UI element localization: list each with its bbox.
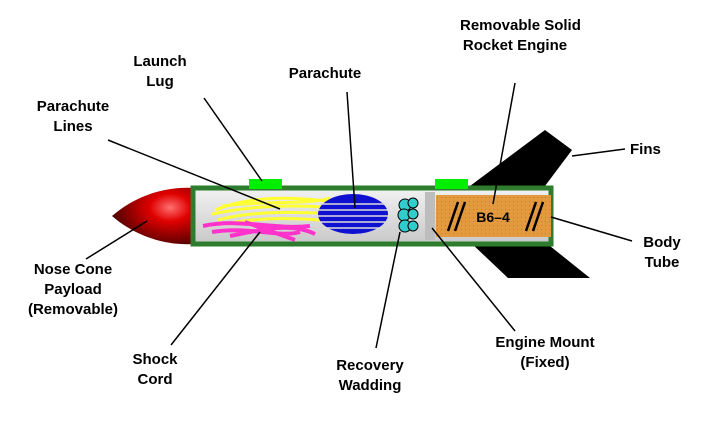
engine-slash-marks [446,201,545,232]
leader-nose-cone [85,220,148,260]
leader-shock-cord [170,231,261,346]
launch-lug-front [249,179,282,189]
label-parachute: Parachute [288,65,362,82]
leader-lines [85,82,633,349]
lower-fin [470,242,590,278]
shock-cord [202,220,316,242]
label-launch-lug: Launch Lug [133,53,187,90]
leader-recovery-wadding [375,231,401,349]
leader-engine-mount [431,227,516,332]
label-shock-cord: Shock Cord [132,351,178,388]
parachute [318,194,388,234]
engine-mount-ring [425,192,435,240]
label-fins: Fins [630,141,661,158]
label-nose-cone: Nose Cone Payload (Removable) [27,261,119,318]
leader-body-tube [550,216,633,242]
upper-fin [470,130,572,186]
leader-launch-lug [203,97,263,182]
leader-parachute-lines [107,139,281,210]
engine-code: B6–4 [476,209,510,225]
leader-engine [492,82,516,205]
label-parachute-lines: Parachute Lines [36,98,110,135]
recovery-wadding [397,197,419,233]
label-body-tube: Body Tube [643,234,681,271]
label-engine-mount: Engine Mount (Fixed) [495,334,595,371]
launch-lug-rear [435,179,468,189]
leader-fins [571,148,626,157]
leader-parachute [346,91,356,209]
label-engine: Removable Solid Rocket Engine [460,17,581,54]
label-recovery-wadding: Recovery Wadding [336,357,404,394]
